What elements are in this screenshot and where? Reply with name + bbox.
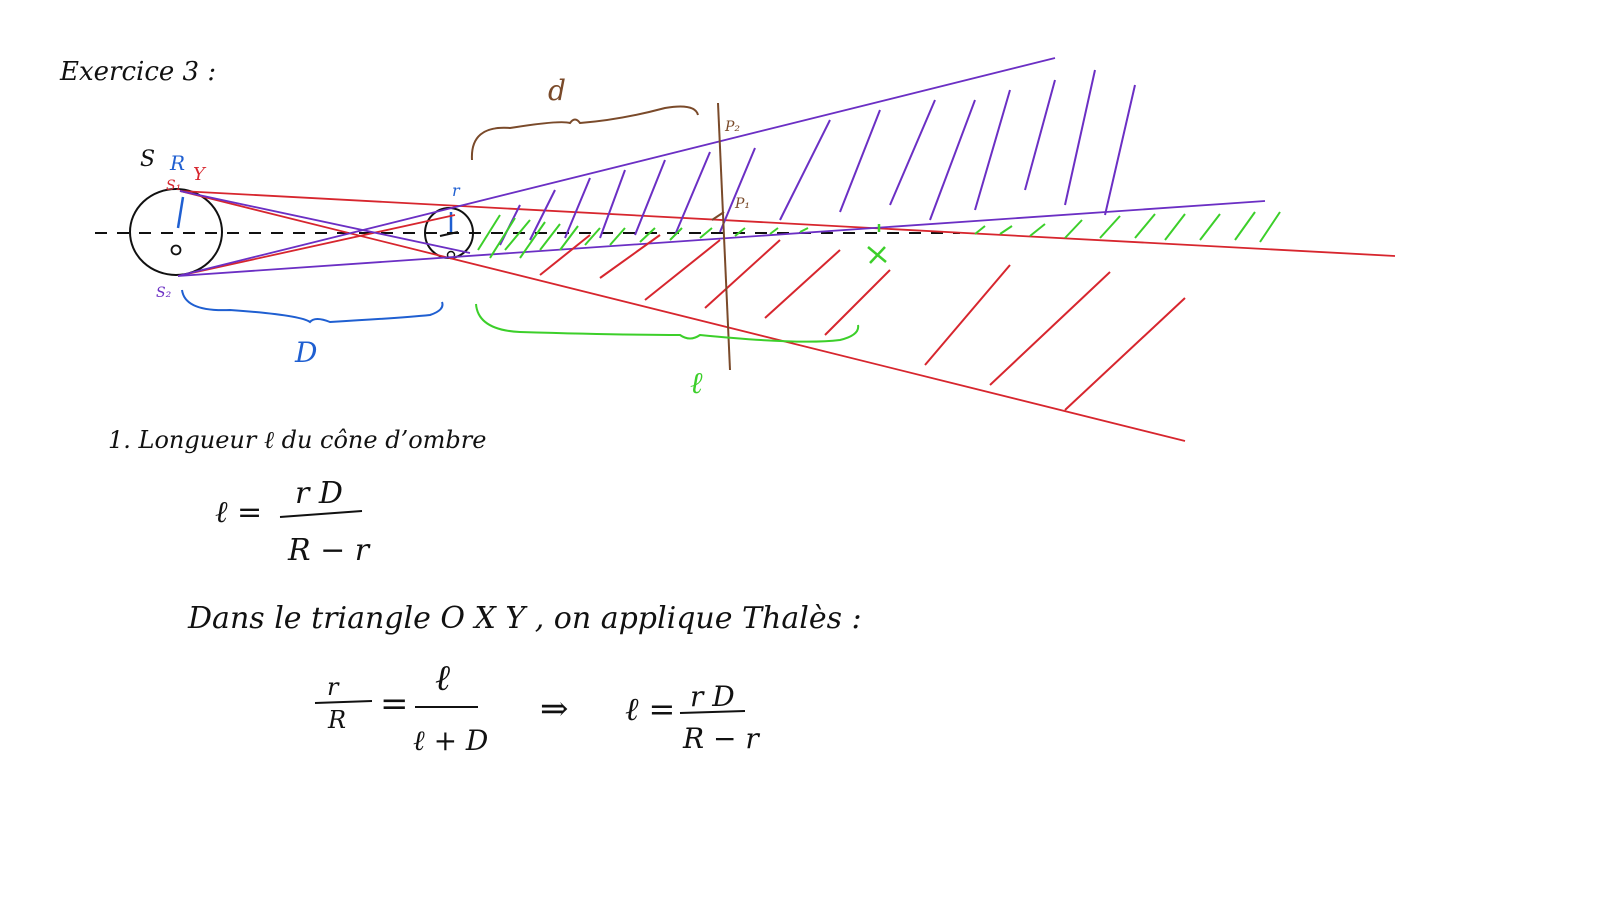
radius-R [176,196,185,229]
brace-d [470,105,699,161]
formula2-frac1-den: R [327,706,346,734]
big-sphere [129,188,223,276]
formula2-frac2-num: ℓ [435,658,450,699]
purple-ray-mid [177,200,1266,277]
thales-sentence: Dans le triangle O X Y , on applique Tha… [187,601,862,636]
formula1-den: R − r [287,533,371,568]
green-hatching [477,211,1281,259]
formula2-rhs-num: r D [690,680,735,713]
red-ray-bottom [179,190,1186,442]
formula2-frac1-num: r [327,673,340,701]
formula2-implies: ⇒ [540,689,569,729]
label-d: d [548,74,566,107]
label-P2: P₂ [724,119,740,135]
formula2-frac2-den: ℓ + D [413,724,488,757]
label-R: R [169,151,185,175]
formula1-num: r D [295,476,343,511]
red-ray-lower [177,214,456,277]
purple-hatching [499,69,1136,246]
formula2-frac1-bar [314,700,373,704]
formula1-lhs: ℓ = [215,495,262,530]
brace-l [475,303,860,343]
center-o-marker [170,244,182,256]
screen-mark [711,211,725,221]
label-r: r [452,181,461,200]
formula2-equals: = [380,684,409,724]
small-center-tick [439,231,459,237]
formula2-rhs-den: R − r [682,722,760,755]
red-hatching [539,234,1186,411]
brace-D [181,289,444,324]
purple-ray-top [177,57,1056,277]
red-ray-top [179,190,1396,257]
label-S: S [140,147,155,172]
formula2-rhs-bar [679,710,746,714]
label-S2: S₂ [156,285,172,301]
formula1-bar [279,510,363,518]
apex-x-marker [867,224,887,264]
label-l: ℓ [690,366,703,401]
label-S1: S₁ [166,178,181,194]
purple-ray-inner [179,190,471,254]
screen-line [717,102,731,371]
formula2-rhs-lhs: ℓ = [625,690,675,728]
label-P1: P₁ [734,196,750,212]
label-D: D [294,336,317,369]
page-title: Exercice 3 : [59,57,216,87]
question-heading: 1. Longueur ℓ du cône d’ombre [108,426,486,454]
label-Y: Y [193,164,207,185]
